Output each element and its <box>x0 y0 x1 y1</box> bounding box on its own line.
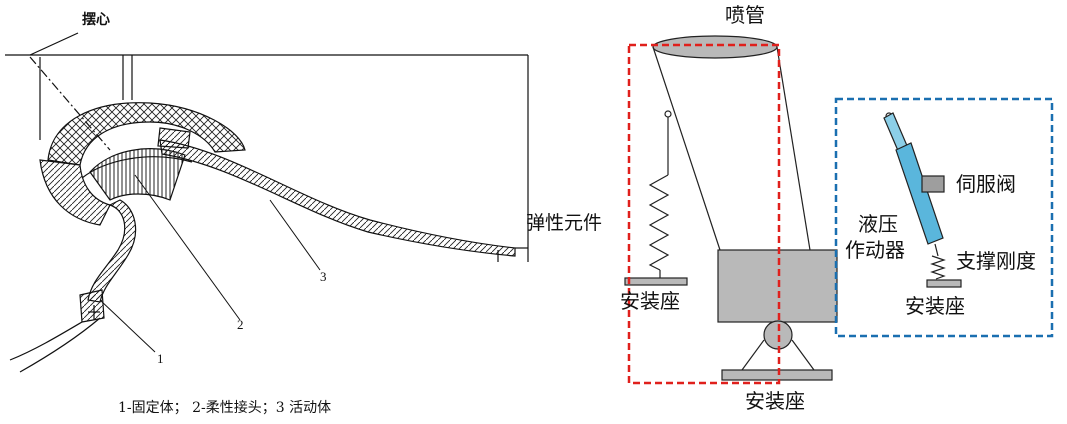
right-mount-plate <box>926 279 962 288</box>
leader-part-1 <box>99 299 156 353</box>
left-mount-label: 安装座 <box>620 289 680 313</box>
pivot-leader-line <box>29 32 79 56</box>
part-number-1: 1 <box>157 351 164 366</box>
movable-body-wall <box>159 139 516 257</box>
support-leg-right <box>791 339 815 371</box>
bottom-mount-label: 安装座 <box>745 389 805 413</box>
support-stiffness-label: 支撑刚度 <box>956 249 1036 273</box>
part-number-3: 3 <box>320 269 327 284</box>
flexible-joint-section-drawing <box>5 32 529 373</box>
actuator-stub <box>934 243 939 257</box>
figure-caption: 1-固定体； 2-柔性接头；3 活动体 <box>118 400 332 416</box>
fixed-body-ring <box>47 102 246 166</box>
support-leg-left <box>741 339 765 371</box>
hydraulic-actuator-label-line1: 液压 <box>858 212 898 236</box>
spring-coils <box>648 174 670 271</box>
spring-attach-point <box>664 110 672 118</box>
base-curve-inner <box>19 317 101 373</box>
support-stiffness-spring <box>930 255 946 280</box>
fixed-body-lower <box>39 159 111 226</box>
flexible-joint-layers <box>89 148 186 201</box>
nozzle-schematic <box>624 35 1054 385</box>
joint-outline-upper <box>81 156 193 179</box>
base-curve-outer <box>9 321 83 361</box>
nozzle-label: 喷管 <box>725 3 765 27</box>
hydraulic-actuator-label-line2: 作动器 <box>845 238 905 262</box>
actuator-support-group-box <box>834 97 1054 338</box>
cone-right-side <box>776 46 811 251</box>
elastic-support-group-box <box>627 43 781 385</box>
servo-valve-body <box>921 175 945 193</box>
bottom-mount-plate <box>721 369 833 381</box>
bolt-block <box>79 289 105 323</box>
leader-part-2 <box>134 174 241 321</box>
combustion-chamber-block <box>717 249 838 323</box>
hydraulic-actuator-cylinder <box>895 142 944 245</box>
nozzle-exit-ellipse <box>652 35 778 59</box>
right-mount-label: 安装座 <box>905 294 965 318</box>
cone-left-side <box>652 46 721 251</box>
pivot-label: 摆心 <box>82 12 110 28</box>
part-number-2: 2 <box>237 317 244 332</box>
elastic-element-label: 弹性元件 <box>526 212 603 234</box>
servo-valve-label: 伺服阀 <box>956 172 1016 196</box>
left-mount-plate <box>624 277 688 286</box>
inner-lug <box>157 127 191 149</box>
leader-part-3 <box>269 199 321 271</box>
